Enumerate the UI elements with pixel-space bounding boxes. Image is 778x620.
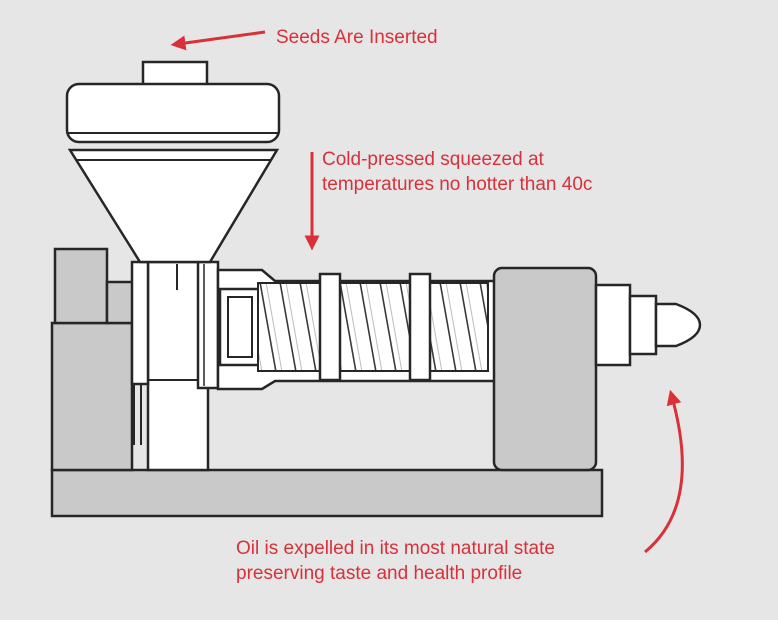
base-plate	[50, 468, 604, 518]
oil-expelled-label: Oil is expelled in its most natural stat…	[236, 536, 555, 586]
cold-pressed-line-2: temperatures no hotter than 40c	[322, 174, 593, 195]
oil-expelled-line-2: preserving taste and health profile	[236, 563, 523, 584]
nozzle-collar	[628, 294, 658, 356]
hopper-funnel	[67, 148, 280, 264]
seeds-inserted-label: Seeds Are Inserted	[276, 25, 438, 50]
barrel-ring-2	[408, 272, 432, 382]
nozzle-base	[594, 283, 632, 367]
barrel-ring-1	[318, 272, 342, 382]
seeds-inserted-text: Seeds Are Inserted	[276, 27, 438, 48]
hopper-lid	[65, 82, 281, 144]
motor-block	[50, 321, 134, 472]
oil-expelled-line-1: Oil is expelled in its most natural stat…	[236, 538, 555, 559]
cold-pressed-label: Cold-pressed squeezed at temperatures no…	[322, 147, 592, 197]
nozzle-cone	[654, 302, 702, 348]
hopper-cap	[141, 60, 209, 88]
feed-collar-left	[130, 260, 150, 386]
cold-pressed-line-1: Cold-pressed squeezed at	[322, 149, 544, 170]
feed-collar-right	[196, 260, 220, 390]
oil-arrow	[644, 389, 684, 554]
motor-cap	[53, 247, 109, 325]
press-screw	[257, 282, 489, 372]
output-block	[492, 266, 598, 472]
coupling	[105, 280, 135, 325]
seeds-arrow	[170, 30, 266, 51]
